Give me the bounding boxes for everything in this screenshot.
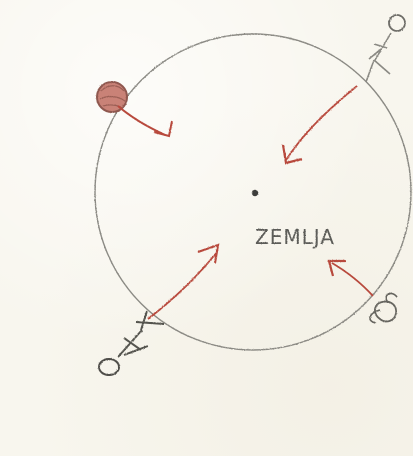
earth-center-dot xyxy=(252,190,258,196)
bottom-right-arrow xyxy=(329,261,373,296)
top-left-arrow xyxy=(118,106,172,136)
bottom-left-stick-figure xyxy=(99,311,164,375)
earth-label: ZEMLJA xyxy=(255,225,335,249)
top-right-arrow xyxy=(283,86,357,163)
bottom-left-arrow xyxy=(148,245,218,319)
top-right-stick-figure xyxy=(366,15,405,82)
bottom-right-stick-figure xyxy=(370,293,397,323)
top-left-ball xyxy=(97,82,127,112)
